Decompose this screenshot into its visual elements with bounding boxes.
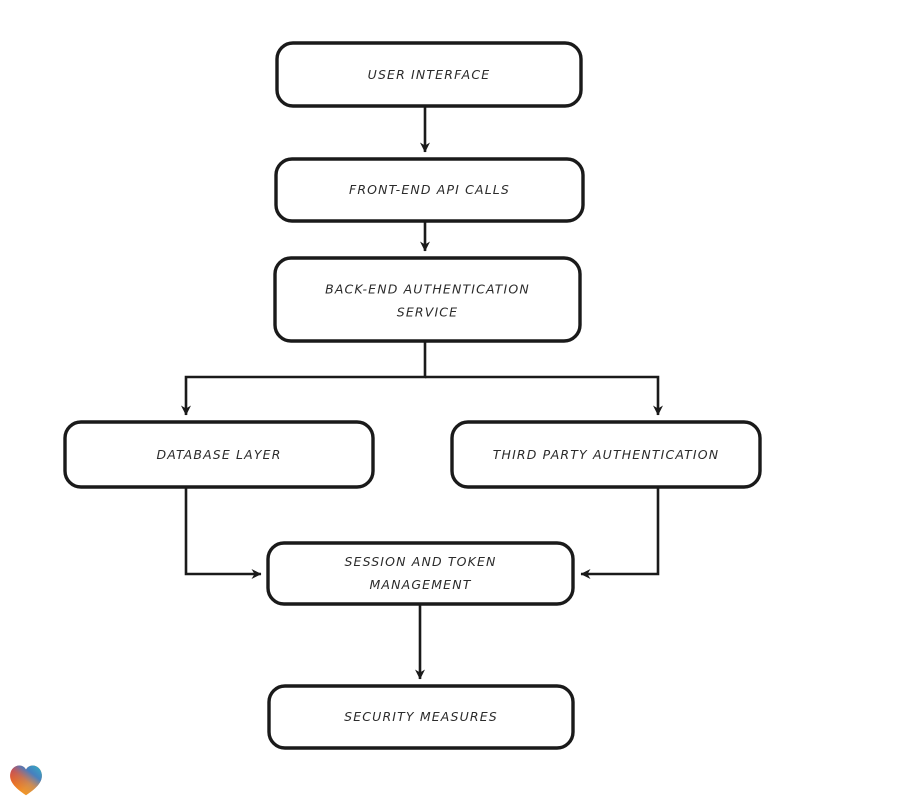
node-database-layer[interactable]: DATABASE LAYER (63, 420, 375, 489)
node-third-party-auth[interactable]: THIRD PARTY AUTHENTICATION (450, 420, 762, 489)
node-shape-database-layer (63, 420, 375, 489)
node-back-end-auth-service[interactable]: BACK-END AUTHENTICATION SERVICE (273, 256, 582, 343)
node-label-back-end-auth-service-line2: SERVICE (397, 305, 458, 320)
node-label-third-party-auth: THIRD PARTY AUTHENTICATION (493, 447, 720, 462)
node-label-front-end-api-calls: FRONT-END API CALLS (349, 182, 510, 197)
edge-backend-to-database (181, 341, 427, 416)
nodes-layer: USER INTERFACE FRONT-END API CALLS BACK-… (63, 41, 762, 750)
node-user-interface[interactable]: USER INTERFACE (275, 41, 583, 108)
edges-layer (181, 106, 663, 680)
node-shape-third-party-auth (450, 420, 762, 489)
node-front-end-api-calls[interactable]: FRONT-END API CALLS (274, 157, 585, 223)
edge-database-to-session (184, 487, 262, 579)
heart-icon (10, 765, 42, 796)
node-session-token-mgmt[interactable]: SESSION AND TOKEN MANAGEMENT (266, 541, 575, 606)
node-label-session-token-mgmt-line1: SESSION AND TOKEN (344, 554, 496, 569)
node-label-security-measures: SECURITY MEASURES (344, 709, 498, 724)
node-shape-user-interface (275, 41, 583, 108)
node-shape-front-end-api-calls (274, 157, 585, 223)
heart-icon-wrapper (8, 762, 44, 798)
node-security-measures[interactable]: SECURITY MEASURES (267, 684, 575, 750)
node-shape-session-token-mgmt (266, 541, 575, 606)
node-label-back-end-auth-service-line1: BACK-END AUTHENTICATION (325, 282, 530, 297)
edge-thirdparty-to-session (580, 487, 660, 579)
node-shape-security-measures (267, 684, 575, 750)
edge-backend-to-thirdparty (425, 375, 663, 416)
node-label-session-token-mgmt-line2: MANAGEMENT (370, 577, 472, 592)
node-shape-back-end-auth-service (273, 256, 582, 343)
node-label-database-layer: DATABASE LAYER (156, 447, 281, 462)
node-label-user-interface: USER INTERFACE (368, 67, 491, 82)
